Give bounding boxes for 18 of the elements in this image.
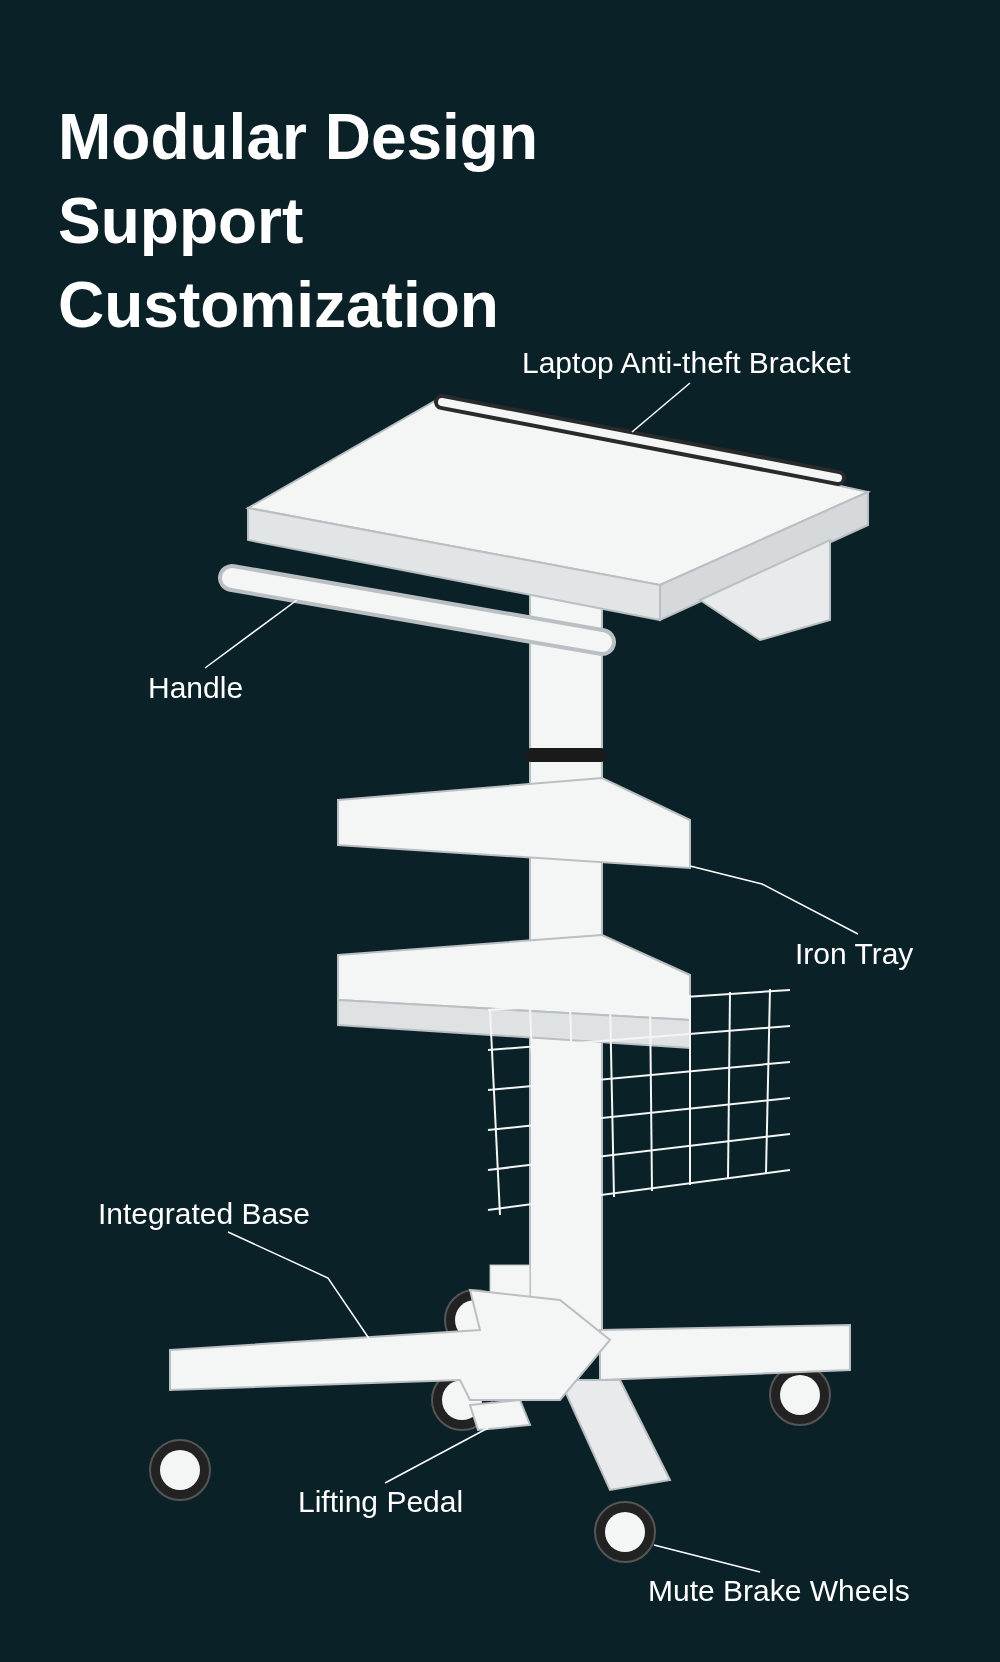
handle-bar	[218, 564, 616, 656]
pedal	[468, 1398, 532, 1432]
leader-line	[653, 1544, 761, 1573]
callout-label: Integrated Base	[98, 1196, 310, 1232]
tray	[337, 777, 691, 870]
callout-label: Mute Brake Wheels	[648, 1573, 910, 1609]
leader-line	[689, 865, 859, 935]
leader-line	[204, 599, 298, 669]
wheel	[594, 1501, 656, 1563]
callout-label: Iron Tray	[795, 936, 914, 972]
leader-line	[227, 1231, 371, 1341]
leader-line	[631, 382, 691, 433]
callout-label: Lifting Pedal	[298, 1484, 464, 1520]
leader-line	[384, 1427, 489, 1484]
bracket	[434, 394, 846, 486]
callout-label: Laptop Anti-theft Bracket	[522, 345, 851, 381]
title: Modular Design Support Customization	[58, 100, 540, 343]
callout-label: Handle	[148, 670, 244, 706]
